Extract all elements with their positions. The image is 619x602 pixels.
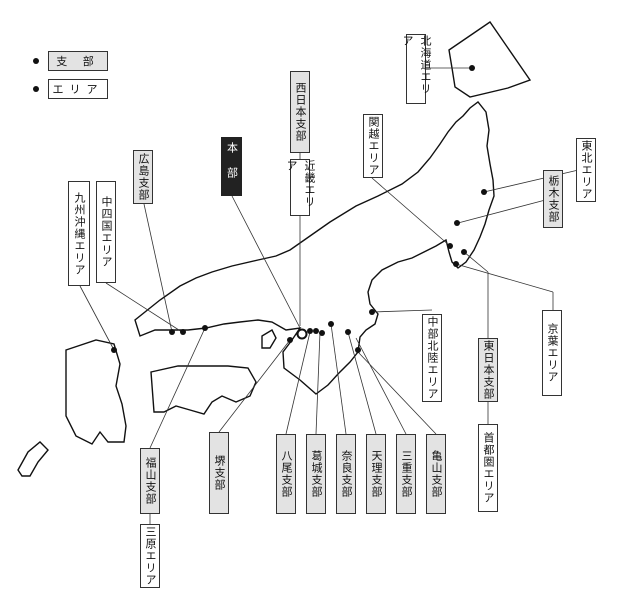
label-honbu: 本部 bbox=[221, 137, 242, 196]
dot-keiyo bbox=[453, 261, 459, 267]
label-nara-branch: 奈良支部 bbox=[336, 434, 356, 514]
dot-chushikoku bbox=[180, 329, 186, 335]
dot-honbu bbox=[296, 328, 308, 340]
legend-branch-label: 支 部 bbox=[48, 51, 108, 71]
label-sakai-branch: 堺支部 bbox=[209, 432, 229, 514]
leader-lines bbox=[79, 67, 588, 524]
label-kyushu-okinawa-area: 九州沖縄エリア bbox=[68, 181, 90, 286]
label-tenri-branch: 天理支部 bbox=[366, 434, 386, 514]
honshu-shape bbox=[134, 101, 495, 395]
label-nishinihon-branch: 西日本支部 bbox=[290, 71, 310, 153]
dot-mie bbox=[345, 329, 351, 335]
label-chushikoku-area: 中四国エリア bbox=[96, 181, 116, 283]
dot-higashinihon bbox=[461, 249, 467, 255]
dot-chubu bbox=[369, 309, 375, 315]
dot-hiroshima bbox=[169, 329, 175, 335]
label-fukuyama-branch: 福山支部 bbox=[140, 448, 160, 514]
dot-tenri bbox=[328, 321, 334, 327]
hokkaido-shape bbox=[448, 21, 532, 98]
label-higashinihon-branch: 東日本支部 bbox=[478, 338, 498, 402]
awaji-shape bbox=[261, 329, 277, 349]
label-yao-branch: 八尾支部 bbox=[276, 434, 296, 514]
label-katsuragi-branch: 葛城支部 bbox=[306, 434, 326, 514]
dot-kanetsu bbox=[447, 243, 453, 249]
legend-area-dot bbox=[33, 86, 39, 92]
southern-island-shape bbox=[17, 441, 49, 477]
label-tohoku-area: 東北エリア bbox=[576, 138, 596, 202]
label-hokkaido-area: 北海道エリア bbox=[401, 34, 432, 104]
dot-tohoku bbox=[481, 189, 487, 195]
shikoku-shape bbox=[150, 365, 257, 415]
label-kameyama-branch: 亀山支部 bbox=[426, 434, 446, 514]
dot-hokkaido bbox=[469, 65, 475, 71]
dot-yao bbox=[307, 328, 313, 334]
location-dots bbox=[111, 65, 487, 353]
dot-kyushu bbox=[111, 347, 117, 353]
dot-katsuragi bbox=[313, 328, 319, 334]
dot-sakai bbox=[287, 337, 293, 343]
dot-fukuyama bbox=[202, 325, 208, 331]
legend-area-label: エリア bbox=[48, 79, 108, 99]
label-kanetsu-area: 関越エリア bbox=[363, 114, 383, 178]
label-shutoken-area: 首都圏エリア bbox=[478, 424, 498, 512]
dot-tochigi bbox=[454, 220, 460, 226]
label-mie-branch: 三重支部 bbox=[396, 434, 416, 514]
label-keiyo-area: 京葉エリア bbox=[542, 310, 562, 396]
label-chubu-hokuriku-area: 中部北陸エリア bbox=[422, 314, 442, 402]
label-hiroshima-branch: 広島支部 bbox=[133, 150, 153, 204]
label-kinki-area: 近畿エリア bbox=[285, 159, 316, 216]
dot-kameyama bbox=[355, 347, 361, 353]
legend-branch-dot bbox=[33, 58, 39, 64]
label-mihara-area: 三原エリア bbox=[140, 524, 160, 588]
kyushu-shape bbox=[65, 339, 127, 445]
dot-nara bbox=[319, 330, 325, 336]
label-tochigi-branch: 栃木支部 bbox=[543, 170, 563, 228]
